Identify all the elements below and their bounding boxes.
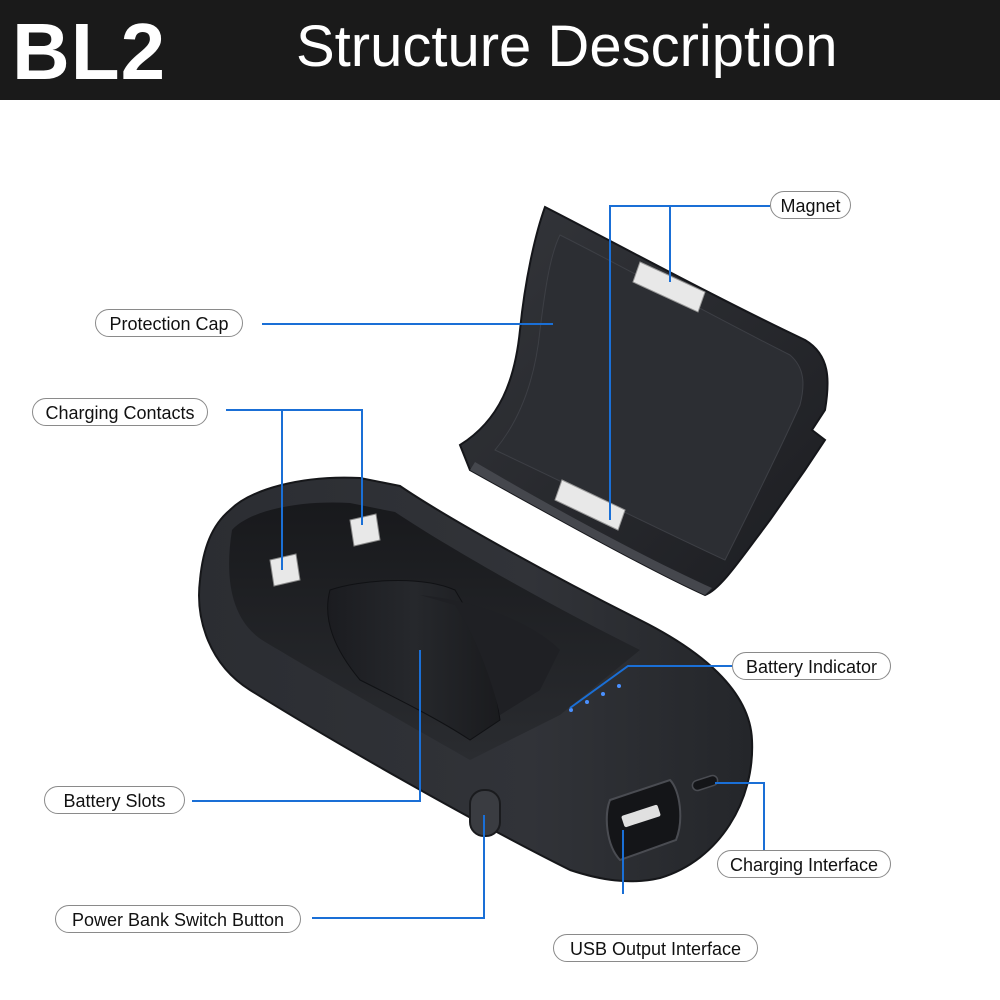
power-switch-label: Power Bank Switch Button [55,905,301,933]
protection-cap-label: Protection Cap [95,309,243,337]
battery-indicator-label: Battery Indicator [732,652,891,680]
leader-battery-indicator [569,665,732,709]
charging-contact-right-shape [349,513,381,547]
magnet-top-shape [632,261,706,313]
leader-power-switch [312,815,485,919]
micro-usb-port-shape [691,774,719,792]
usb-port-shape [605,778,682,862]
header-bar: BL2 Structure Description [0,0,1000,100]
page-title: Structure Description [296,14,838,79]
charging-contact-left-shape [269,553,301,587]
battery-indicator-leds [569,684,621,712]
battery-slots-shape [327,580,560,741]
protection-cap-shape [458,205,829,597]
model-name: BL2 [12,7,167,96]
magnet-label: Magnet [770,191,851,219]
magnet-bottom-shape [554,479,626,531]
battery-slots-label: Battery Slots [44,786,185,814]
leader-battery-slots [192,650,421,802]
product-illustration [198,205,829,883]
usb-output-label: USB Output Interface [553,934,758,962]
leader-charging-interface [715,782,765,866]
leader-charging-contacts [226,409,363,525]
leader-magnet [609,205,770,520]
charging-interface-label: Charging Interface [717,850,891,878]
charging-contacts-label: Charging Contacts [32,398,208,426]
